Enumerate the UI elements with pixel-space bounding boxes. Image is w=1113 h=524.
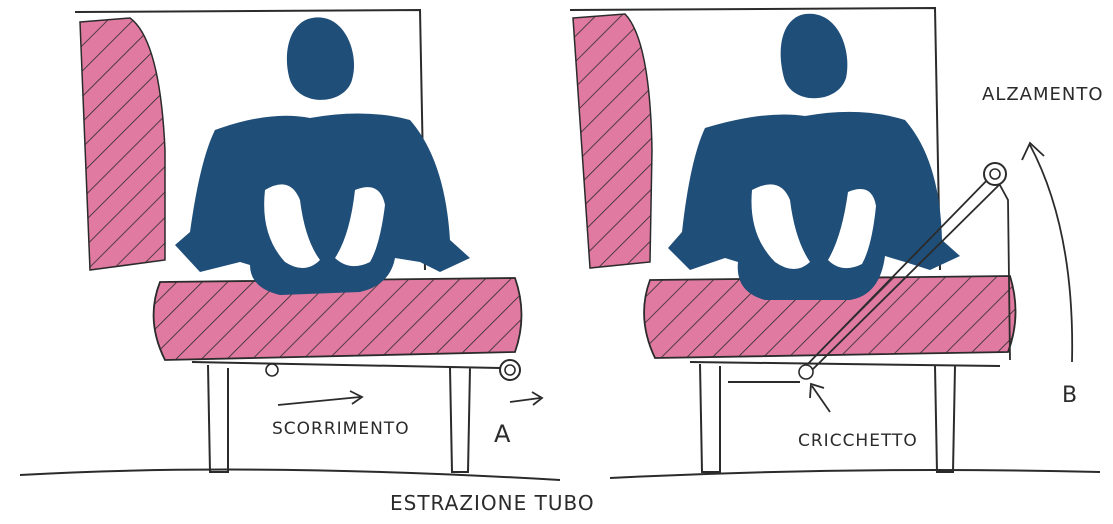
left-panel: SCORRIMENTO A	[20, 10, 560, 480]
left-seat-frame	[192, 362, 500, 472]
sliding-arrow-icon	[278, 391, 362, 405]
right-panel: ALZAMENTO CRICCHETTO B	[570, 8, 1104, 478]
a-arrow-icon	[510, 392, 542, 405]
label-ratchet: CRICCHETTO	[798, 431, 918, 451]
left-side-cushion	[80, 18, 165, 270]
left-floor-line	[20, 470, 560, 480]
label-point-b: B	[1062, 383, 1078, 408]
right-person-body	[668, 112, 960, 300]
ratchet-roller	[799, 365, 813, 379]
left-roller	[266, 364, 278, 376]
right-floor-line	[610, 470, 1100, 478]
label-point-a: A	[494, 420, 511, 448]
right-person	[668, 14, 960, 300]
ratchet-arrow-icon	[810, 384, 830, 412]
right-seat-frame	[690, 362, 1000, 472]
right-side-cushion	[573, 14, 652, 268]
label-sliding: SCORRIMENTO	[272, 419, 410, 439]
lever-pivot-inner	[990, 169, 1000, 179]
right-person-head	[781, 14, 848, 99]
left-person-head	[287, 17, 354, 99]
lift-arrow-icon	[1022, 143, 1072, 362]
label-lifting: ALZAMENTO	[982, 84, 1104, 105]
tube-end-inner	[505, 365, 515, 375]
left-person	[175, 17, 470, 295]
label-tube-extraction: ESTRAZIONE TUBO	[390, 491, 595, 515]
